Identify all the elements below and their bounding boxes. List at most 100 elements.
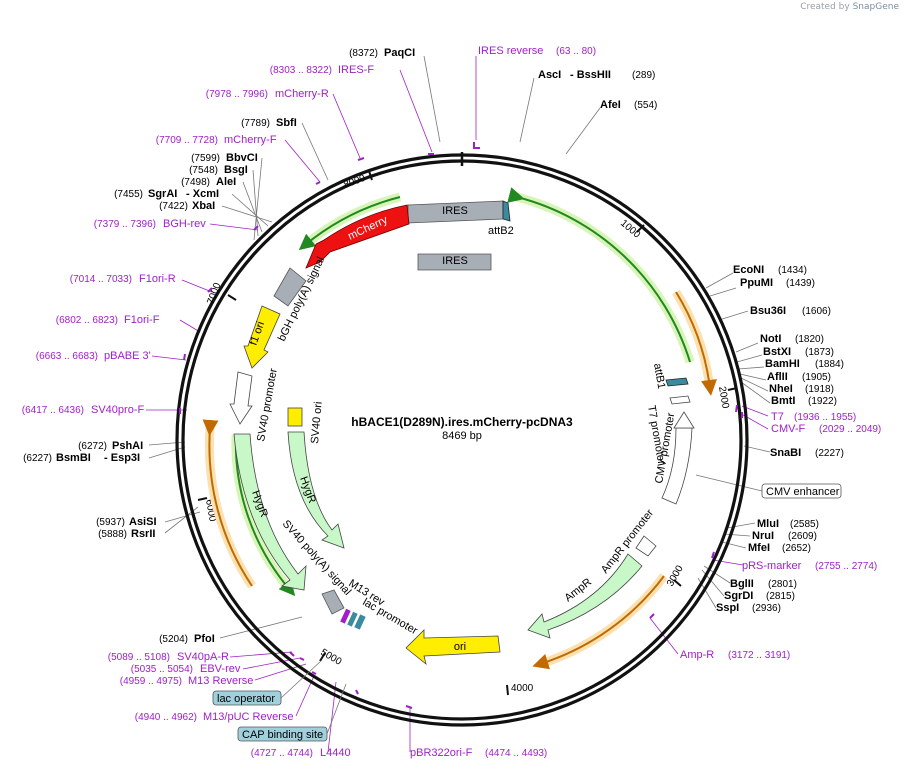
enzyme-bsshii[interactable]: - BssHII (570, 69, 611, 81)
enzyme-sgrai[interactable]: SgrAI (148, 188, 177, 200)
primer-l4440[interactable]: L4440 (320, 747, 351, 759)
enzyme-mfei[interactable]: MfeI (748, 542, 770, 554)
enzyme-pos-alei: (7498) (181, 177, 210, 188)
primer-pbr322ori-f[interactable]: pBR322ori-F (410, 747, 473, 759)
primer-ebv-rev[interactable]: EBV-rev (200, 663, 241, 675)
enzyme-bbvci[interactable]: BbvCI (226, 152, 258, 164)
enzyme-afei[interactable]: AfeI (600, 99, 621, 111)
enzyme-xcmi[interactable]: - XcmI (186, 188, 219, 200)
enzyme-sgrdi[interactable]: SgrDI (724, 590, 753, 602)
primer-mcherry-f[interactable]: mCherry-F (224, 134, 277, 146)
enzyme-paqci[interactable]: PaqCI (384, 47, 415, 59)
enzyme-bamhi[interactable]: BamHI (765, 358, 800, 370)
primer-ires-f[interactable]: IRES-F (338, 64, 374, 76)
enzyme-ppumi[interactable]: PpuMI (740, 277, 773, 289)
primer-pos-pbr322ori-f: (4474 .. 4493) (485, 748, 547, 759)
enzyme-mlui[interactable]: MluI (757, 518, 779, 530)
primer-pos-f1ori-r: (7014 .. 7033) (70, 274, 132, 285)
primer-m13-reverse[interactable]: M13 Reverse (188, 675, 253, 687)
primer-pos-pbabe3: (6663 .. 6683) (36, 351, 98, 362)
ori-feature[interactable] (405, 629, 501, 666)
attb1-feature[interactable] (665, 377, 689, 387)
enzyme-pfoi[interactable]: PfoI (194, 633, 215, 645)
feature-arc-ires-highlight (515, 192, 695, 364)
attb2-feature[interactable] (502, 200, 511, 222)
ires2-label: IRES (442, 255, 468, 267)
enzyme-sspi[interactable]: SspI (716, 602, 739, 614)
enzyme-snabi[interactable]: SnaBI (770, 447, 801, 459)
ires-feature-2[interactable] (417, 253, 492, 271)
attb1-label: attB1 (651, 362, 667, 389)
enzyme-rsrii[interactable]: RsrII (131, 528, 155, 540)
primer-pbabe3[interactable]: pBABE 3' (104, 350, 151, 362)
leader-lines (148, 55, 771, 639)
enzyme-bsgi[interactable]: BsgI (224, 164, 248, 176)
primer-pos-ebv-rev: (5035 .. 5054) (131, 664, 193, 675)
enzyme-asisi[interactable]: AsiSI (129, 516, 157, 528)
enzyme-pos-aflii: (1905) (802, 372, 831, 383)
primer-prs-marker[interactable]: pRS-marker (742, 560, 802, 572)
sv40-ori-feature[interactable] (287, 407, 303, 427)
primer-mcherry-r[interactable]: mCherry-R (275, 88, 329, 100)
ori-label: ori (454, 641, 466, 653)
enzyme-bsu36i[interactable]: Bsu36I (750, 305, 786, 317)
ampr-promoter-feature[interactable] (635, 535, 657, 557)
sv40-promoter-feature[interactable] (229, 371, 253, 425)
primer-sv40pa-r[interactable]: SV40pA-R (177, 651, 229, 663)
ires-label: IRES (442, 205, 468, 217)
t7-promoter-feature[interactable] (669, 395, 691, 405)
cmv-promoter-feature[interactable] (661, 427, 693, 505)
snapgene-logo: SnapGene (852, 2, 899, 12)
enzyme-pos-nrui: (2609) (788, 531, 817, 542)
bgh-polya-feature[interactable] (273, 267, 307, 307)
primer-cmv-f[interactable]: CMV-F (771, 423, 806, 435)
enzyme-pos-sbfi: (7789) (241, 118, 270, 129)
primer-m13-puc-reverse[interactable]: M13/pUC Reverse (203, 711, 293, 723)
lac-operator-label: lac operator (217, 693, 275, 705)
enzyme-pos-bstxi: (1873) (805, 347, 834, 358)
enzyme-bsmbi[interactable]: BsmBI (56, 452, 91, 464)
enzyme-nrui[interactable]: NruI (752, 530, 774, 542)
enzyme-aflii[interactable]: AflII (767, 371, 788, 383)
primer-pos-amp-r: (3172 .. 3191) (728, 650, 790, 661)
enzyme-sbfi[interactable]: SbfI (276, 117, 297, 129)
enzyme-pos-sgrdi: (2815) (766, 591, 795, 602)
mcherry-feature[interactable] (305, 204, 410, 269)
primer-amp-r[interactable]: Amp-R (680, 649, 714, 661)
primer-f1ori-r[interactable]: F1ori-R (139, 273, 176, 285)
primer-pos-sv40pro-f: (6417 .. 6436) (22, 405, 84, 416)
primer-bgh-rev[interactable]: BGH-rev (163, 218, 206, 230)
f1-ori-feature[interactable] (243, 305, 281, 369)
lac-region-features[interactable] (340, 608, 366, 630)
enzyme-pos-bsmbi: (6227) (23, 453, 52, 464)
enzyme-noti[interactable]: NotI (760, 333, 781, 345)
primer-pos-mcherry-r: (7978 .. 7996) (206, 89, 268, 100)
cmv-enhancer-box[interactable] (761, 483, 842, 499)
primer-f1ori-f[interactable]: F1ori-F (124, 314, 160, 326)
enzyme-pos-rsrii: (5888) (98, 529, 127, 540)
enzyme-nhei[interactable]: NheI (769, 383, 793, 395)
enzyme-esp3i[interactable]: - Esp3I (104, 452, 140, 464)
cmv-promoter-arrowhead (673, 411, 695, 429)
ampr-feature[interactable] (527, 553, 643, 639)
enzyme-xbai[interactable]: XbaI (192, 200, 215, 212)
enzyme-bstxi[interactable]: BstXI (763, 346, 791, 358)
sv40-polya-feature[interactable] (321, 589, 345, 615)
primer-sv40pro-f[interactable]: SV40pro-F (91, 404, 144, 416)
sv40-ori-label: SV40 ori (309, 401, 325, 444)
primer-ires-reverse[interactable]: IRES reverse (478, 45, 543, 57)
hygr-outer-feature[interactable] (233, 433, 307, 591)
tick-label-4000: 4000 (511, 683, 534, 694)
enzyme-asci[interactable]: AscI (538, 69, 561, 81)
enzyme-bglii[interactable]: BglII (730, 578, 754, 590)
enzyme-econi[interactable]: EcoNI (733, 264, 764, 276)
hygr-inner-feature[interactable] (287, 431, 345, 549)
primer-t7[interactable]: T7 (771, 411, 784, 423)
enzyme-pshai[interactable]: PshAI (112, 440, 143, 452)
enzyme-labels: (8372) PaqCI AscI - BssHII (289) AfeI (5… (23, 47, 844, 645)
enzyme-bmti[interactable]: BmtI (771, 395, 795, 407)
enzyme-alei[interactable]: AleI (216, 176, 236, 188)
primer-pos-mcherry-f: (7709 .. 7728) (156, 135, 218, 146)
primer-marks (179, 142, 743, 709)
